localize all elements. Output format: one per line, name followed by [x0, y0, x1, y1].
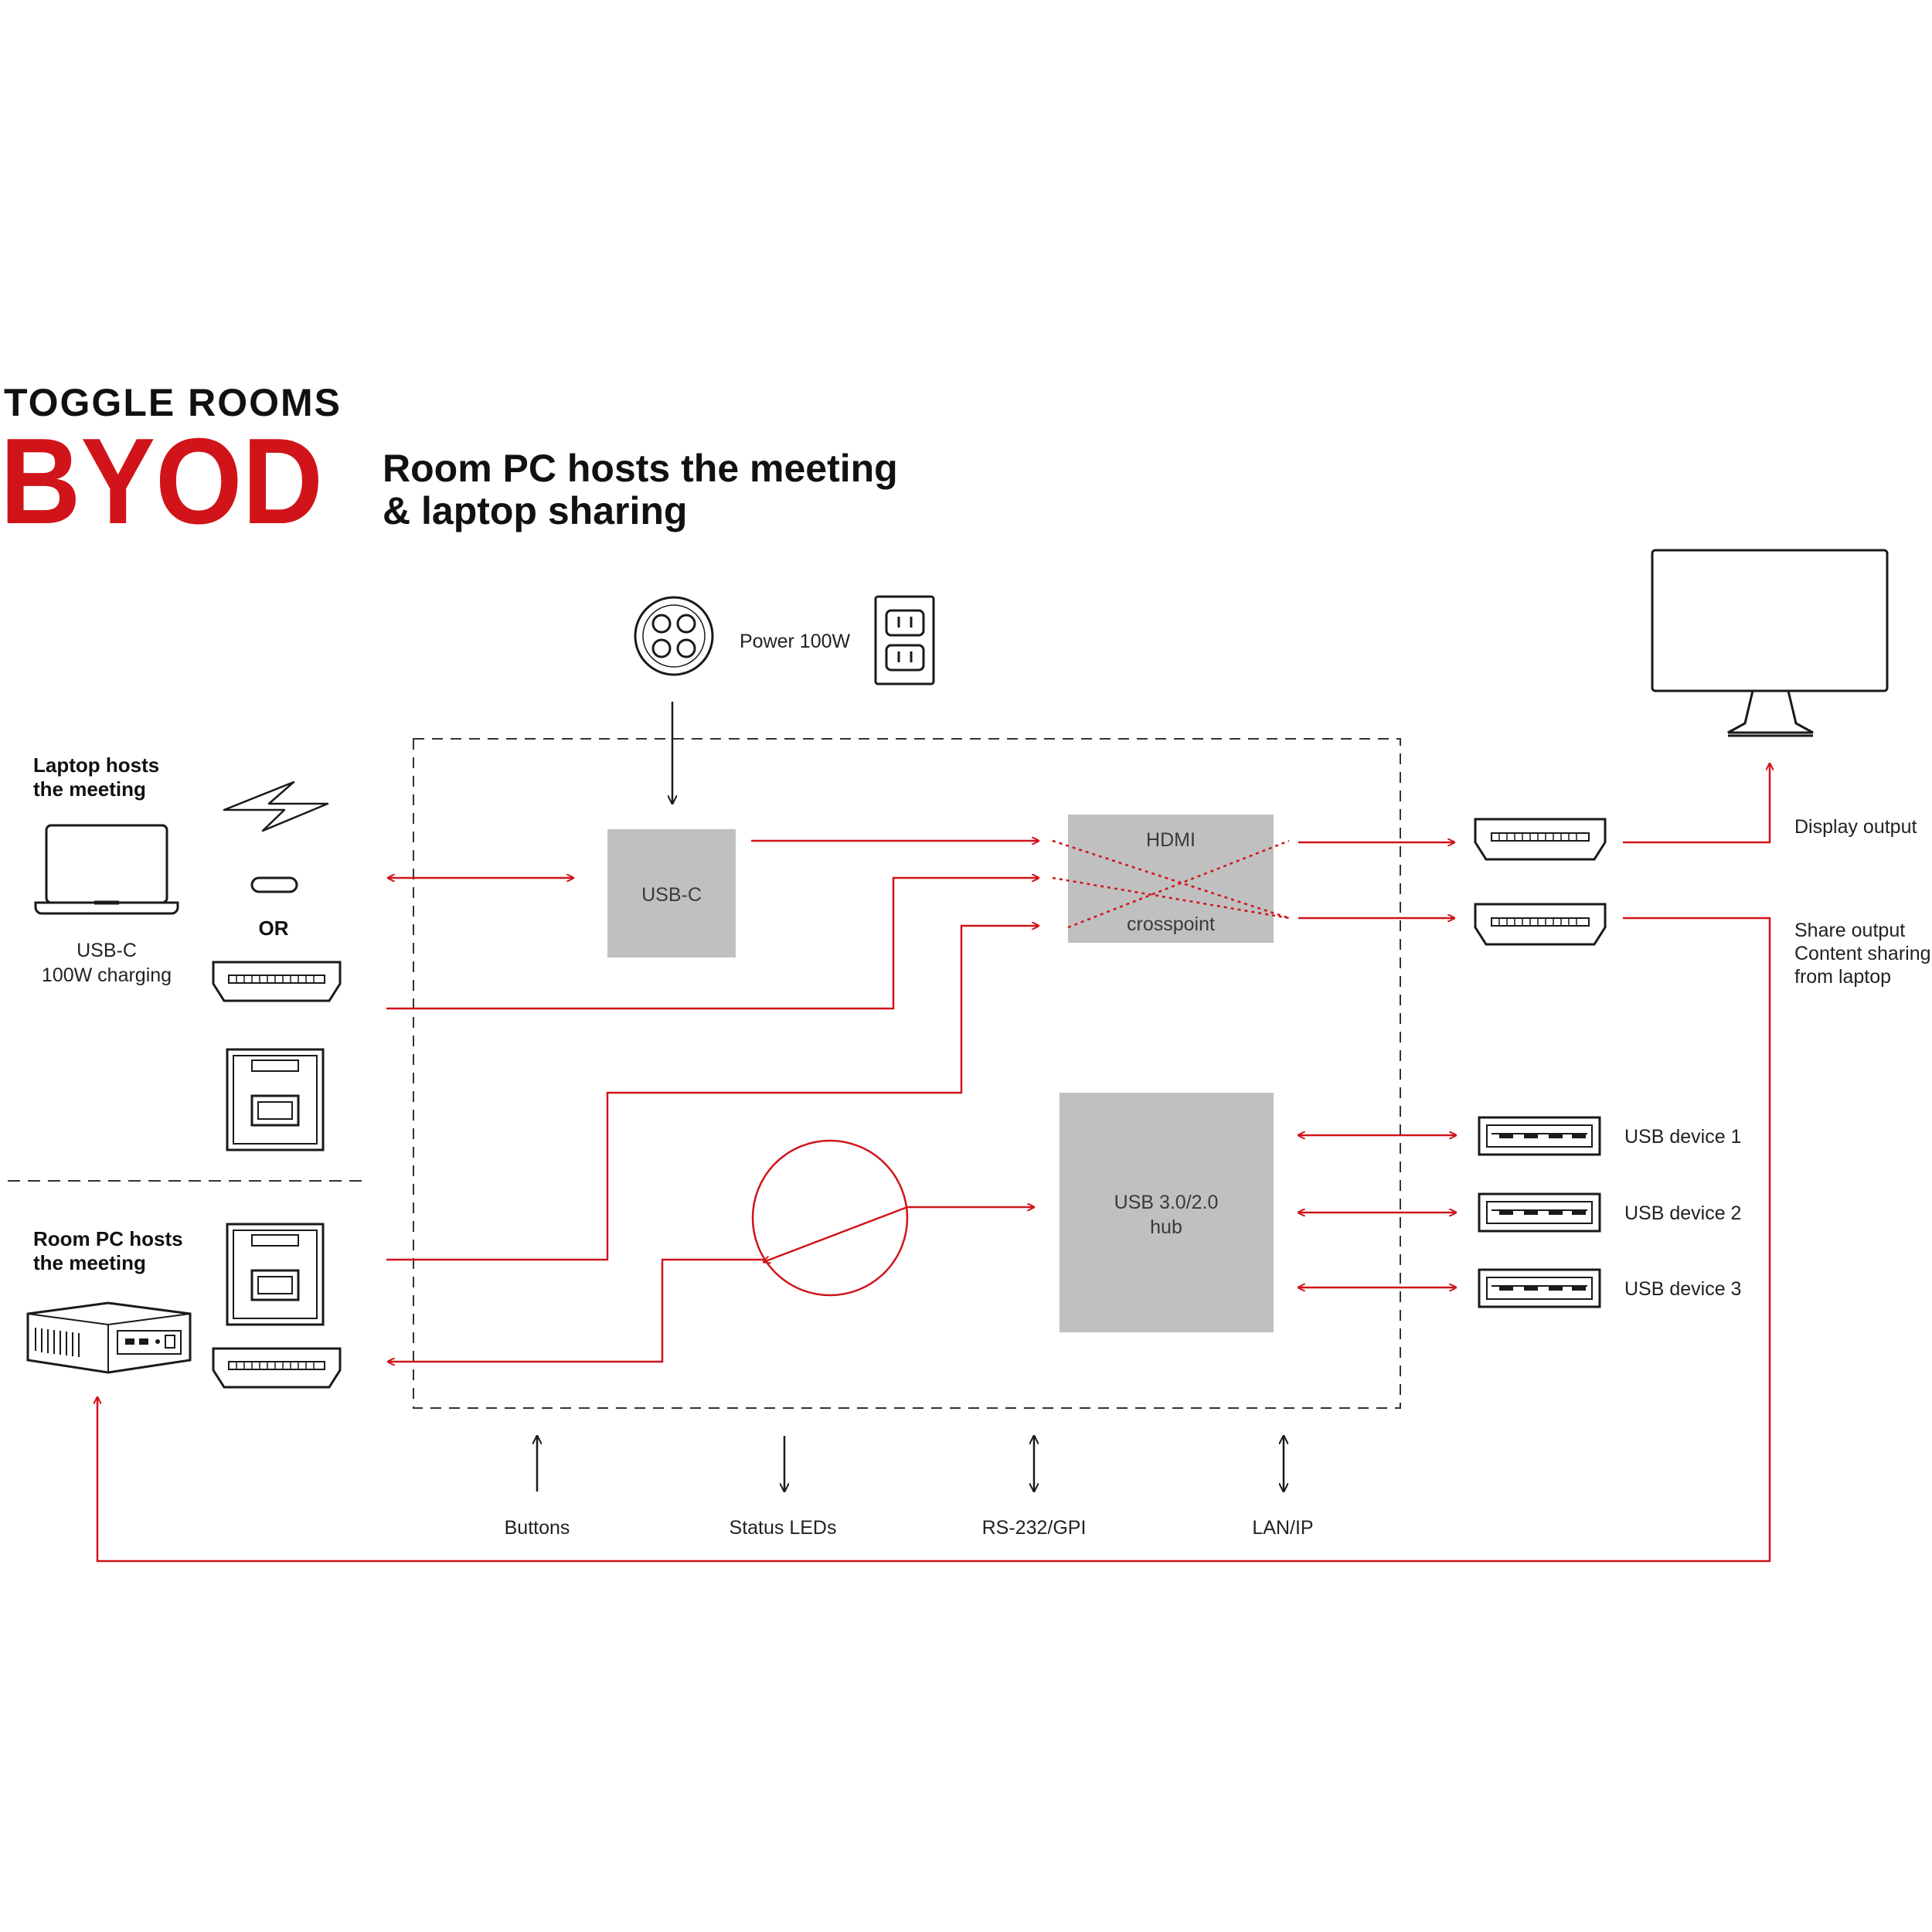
usb-device-2-label: USB device 2 — [1624, 1202, 1741, 1224]
brand-main: BYOD — [0, 413, 323, 549]
roompc-hosts-line2: the meeting — [33, 1251, 146, 1274]
brand-top: TOGGLE ROOMS — [4, 381, 342, 424]
hdmi-crosspoint-block — [1068, 815, 1274, 943]
usbc-charging-line1: USB-C — [77, 940, 137, 961]
usb-a-port-icon — [1478, 1192, 1601, 1233]
hdmi-crosspoint-top-label: HDMI — [1146, 829, 1196, 851]
room-pc-icon — [26, 1301, 192, 1374]
usb-b-port-icon — [226, 1223, 325, 1326]
crosspoint-routes — [1052, 839, 1290, 929]
hdmi-port-icon — [1474, 818, 1607, 861]
subtitle-line1: Room PC hosts the meeting — [383, 447, 898, 490]
hdmi-port-icon — [212, 1347, 342, 1389]
status-leds-label: Status LEDs — [730, 1517, 837, 1539]
hdmi-port-icon — [212, 961, 342, 1002]
laptop-icon — [34, 824, 179, 915]
monitor-icon — [1651, 549, 1889, 737]
usb-device-1-label: USB device 1 — [1624, 1126, 1741, 1148]
power-label: Power 100W — [740, 631, 851, 652]
usb-a-port-icon — [1478, 1116, 1601, 1156]
laptop-hosts-line1: Laptop hosts — [33, 753, 159, 777]
usbc-block — [607, 829, 736, 957]
usb-b-port-icon — [226, 1048, 325, 1151]
lan-label: LAN/IP — [1252, 1517, 1313, 1539]
laptop-hosts-line2: the meeting — [33, 777, 146, 801]
hdmi-crosspoint-bottom-label: crosspoint — [1127, 913, 1215, 935]
usb-switch — [751, 1139, 909, 1297]
share-output-line3: from laptop — [1794, 966, 1891, 988]
usb-a-port-icon — [1478, 1268, 1601, 1308]
or-label: OR — [259, 917, 289, 940]
control-arrows — [537, 1436, 1284, 1492]
hdmi-port-icon — [1474, 903, 1607, 946]
share-output-line2: Content sharing — [1794, 943, 1931, 964]
usb-hub-line1: USB 3.0/2.0 — [1114, 1192, 1219, 1213]
lightning-icon — [223, 781, 329, 832]
device-boundary — [413, 738, 1401, 1409]
display-output-label: Display output — [1794, 816, 1917, 838]
buttons-label: Buttons — [505, 1517, 570, 1539]
share-output-line1: Share output — [1794, 920, 1905, 941]
usb-device-3-label: USB device 3 — [1624, 1278, 1741, 1300]
usb-hub-block — [1060, 1093, 1274, 1332]
usb-hub-line2: hub — [1150, 1216, 1182, 1238]
power-connector-icon — [634, 596, 714, 676]
usbc-block-label: USB-C — [641, 884, 702, 906]
subtitle-line2: & laptop sharing — [383, 489, 687, 532]
roompc-hosts-line1: Room PC hosts — [33, 1227, 183, 1250]
rs232-label: RS-232/GPI — [982, 1517, 1087, 1539]
usbc-charging-line2: 100W charging — [42, 964, 172, 986]
wall-outlet-icon — [874, 595, 935, 685]
usbc-port-icon — [250, 876, 298, 893]
signal-routes — [97, 764, 1770, 1563]
